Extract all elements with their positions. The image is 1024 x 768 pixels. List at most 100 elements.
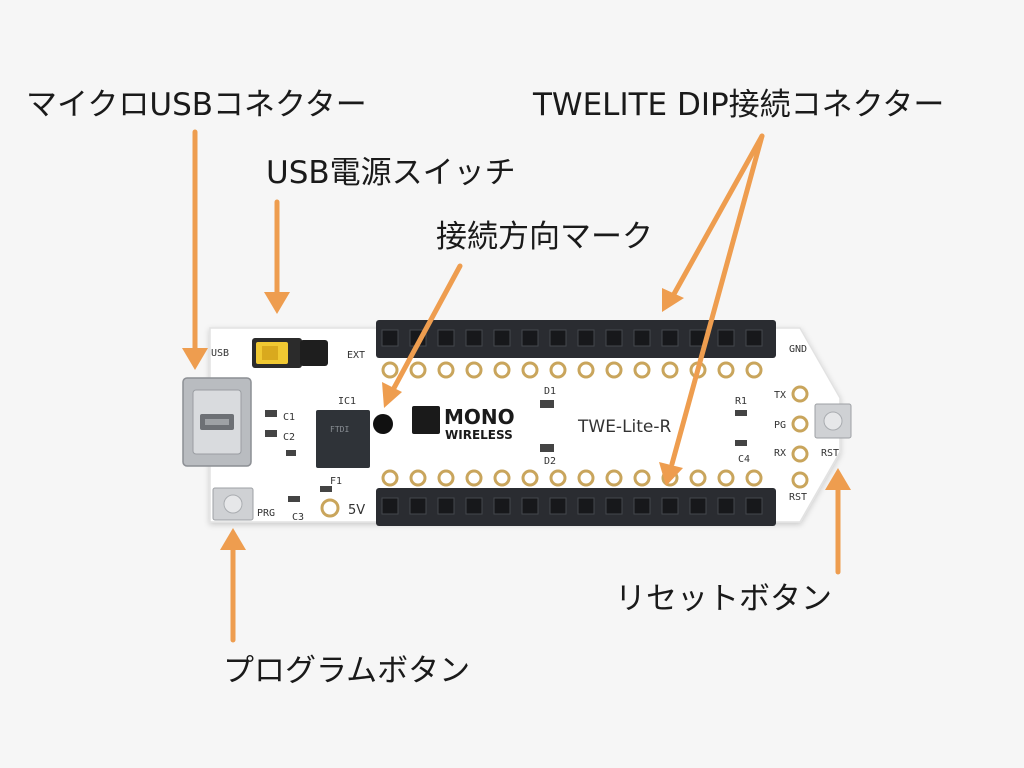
through-hole-pad — [745, 469, 763, 487]
silk-ic1: IC1 — [338, 396, 356, 407]
through-hole-pad — [605, 361, 623, 379]
through-hole-pad — [465, 469, 483, 487]
header-pin — [465, 329, 483, 347]
top-dip-header — [376, 320, 776, 358]
header-pin — [549, 497, 567, 515]
label-direction-mark: 接続方向マーク — [436, 219, 653, 255]
arrow-dip-connector-bottom — [669, 133, 765, 467]
through-hole-pad — [549, 361, 567, 379]
through-hole-pad — [493, 469, 511, 487]
header-pin — [717, 497, 735, 515]
mono-wireless-logo: MONO WIRELESS — [412, 405, 515, 442]
arrowhead-dip-connector-top — [662, 288, 684, 312]
arrow-direction-mark — [391, 263, 463, 391]
silk-rst-pad: RST — [789, 492, 807, 503]
header-pin — [577, 329, 595, 347]
arrowhead-direction-mark — [382, 382, 402, 408]
silk-r1: R1 — [735, 396, 747, 407]
bottom-pad-row — [381, 469, 763, 487]
silk-d1: D1 — [544, 386, 556, 397]
header-pin — [661, 497, 679, 515]
arrowhead-reset-button — [825, 468, 851, 490]
through-hole-pad — [745, 361, 763, 379]
silk-5v: 5V — [348, 503, 365, 518]
through-hole-pad — [521, 469, 539, 487]
through-hole-pad — [381, 469, 399, 487]
header-pin — [493, 497, 511, 515]
header-pin — [381, 497, 399, 515]
through-hole-pad — [409, 361, 427, 379]
header-pin — [465, 497, 483, 515]
bottom-header-pins — [381, 497, 763, 515]
connection-direction-mark — [373, 414, 393, 434]
logo-wireless-text: WIRELESS — [445, 428, 513, 442]
pcb-board — [209, 327, 841, 523]
label-twelite-dip-connector: TWELITE DIP接続コネクター — [533, 87, 945, 123]
micro-usb-connector — [182, 377, 252, 467]
header-pin — [521, 329, 539, 347]
usb-uart-ic: FTDI — [316, 410, 370, 468]
through-hole-pad — [381, 361, 399, 379]
header-pin — [745, 497, 763, 515]
header-pin — [605, 329, 623, 347]
header-pin — [689, 497, 707, 515]
5v-pad — [320, 498, 340, 518]
through-hole-pad — [661, 361, 679, 379]
usb-power-switch — [252, 338, 328, 368]
program-button — [212, 487, 254, 521]
silk-rst-button: RST — [821, 448, 839, 459]
silk-pg: PG — [774, 420, 786, 431]
smd-components — [265, 400, 747, 502]
through-hole-pad — [717, 361, 735, 379]
silk-prg: PRG — [257, 508, 275, 519]
header-pin — [437, 329, 455, 347]
header-pin — [409, 497, 427, 515]
through-hole-pad — [717, 469, 735, 487]
through-hole-pad — [577, 361, 595, 379]
through-hole-pad — [633, 469, 651, 487]
silk-f1: F1 — [330, 476, 342, 487]
arrowhead-usb-power-switch — [264, 292, 290, 314]
reset-button — [814, 403, 852, 439]
through-hole-pad — [437, 361, 455, 379]
header-pin — [577, 497, 595, 515]
through-hole-pad — [605, 469, 623, 487]
logo-mono-text: MONO — [444, 405, 515, 429]
label-usb-power-switch: USB電源スイッチ — [266, 155, 516, 191]
top-pad-row — [381, 361, 763, 379]
model-name: TWE-Lite-R — [577, 417, 672, 437]
header-pin — [745, 329, 763, 347]
through-hole-pad — [689, 469, 707, 487]
header-pin — [549, 329, 567, 347]
header-pin — [437, 497, 455, 515]
callout-arrows — [182, 129, 851, 643]
side-pads — [791, 385, 809, 489]
through-hole-pad — [549, 469, 567, 487]
silk-gnd: GND — [789, 344, 807, 355]
silk-d2: D2 — [544, 456, 556, 467]
silk-c3: C3 — [292, 512, 304, 523]
silk-ext: EXT — [347, 350, 365, 361]
through-hole-pad — [633, 361, 651, 379]
silk-tx: TX — [774, 390, 786, 401]
arrowhead-micro-usb — [182, 348, 208, 370]
through-hole-pad — [409, 469, 427, 487]
header-pin — [493, 329, 511, 347]
through-hole-pad — [493, 361, 511, 379]
through-hole-pad — [577, 469, 595, 487]
header-pin — [381, 329, 399, 347]
silk-rx: RX — [774, 448, 786, 459]
silk-usb: USB — [211, 348, 229, 359]
through-hole-pad — [437, 469, 455, 487]
chip-label: FTDI — [330, 425, 349, 434]
header-pin — [521, 497, 539, 515]
header-pin — [633, 329, 651, 347]
header-pin — [717, 329, 735, 347]
silk-c4: C4 — [738, 454, 750, 465]
top-header-pins — [381, 329, 763, 347]
header-pin — [661, 329, 679, 347]
arrow-dip-connector-top — [671, 133, 765, 297]
silk-c2: C2 — [283, 432, 295, 443]
through-hole-pad — [465, 361, 483, 379]
